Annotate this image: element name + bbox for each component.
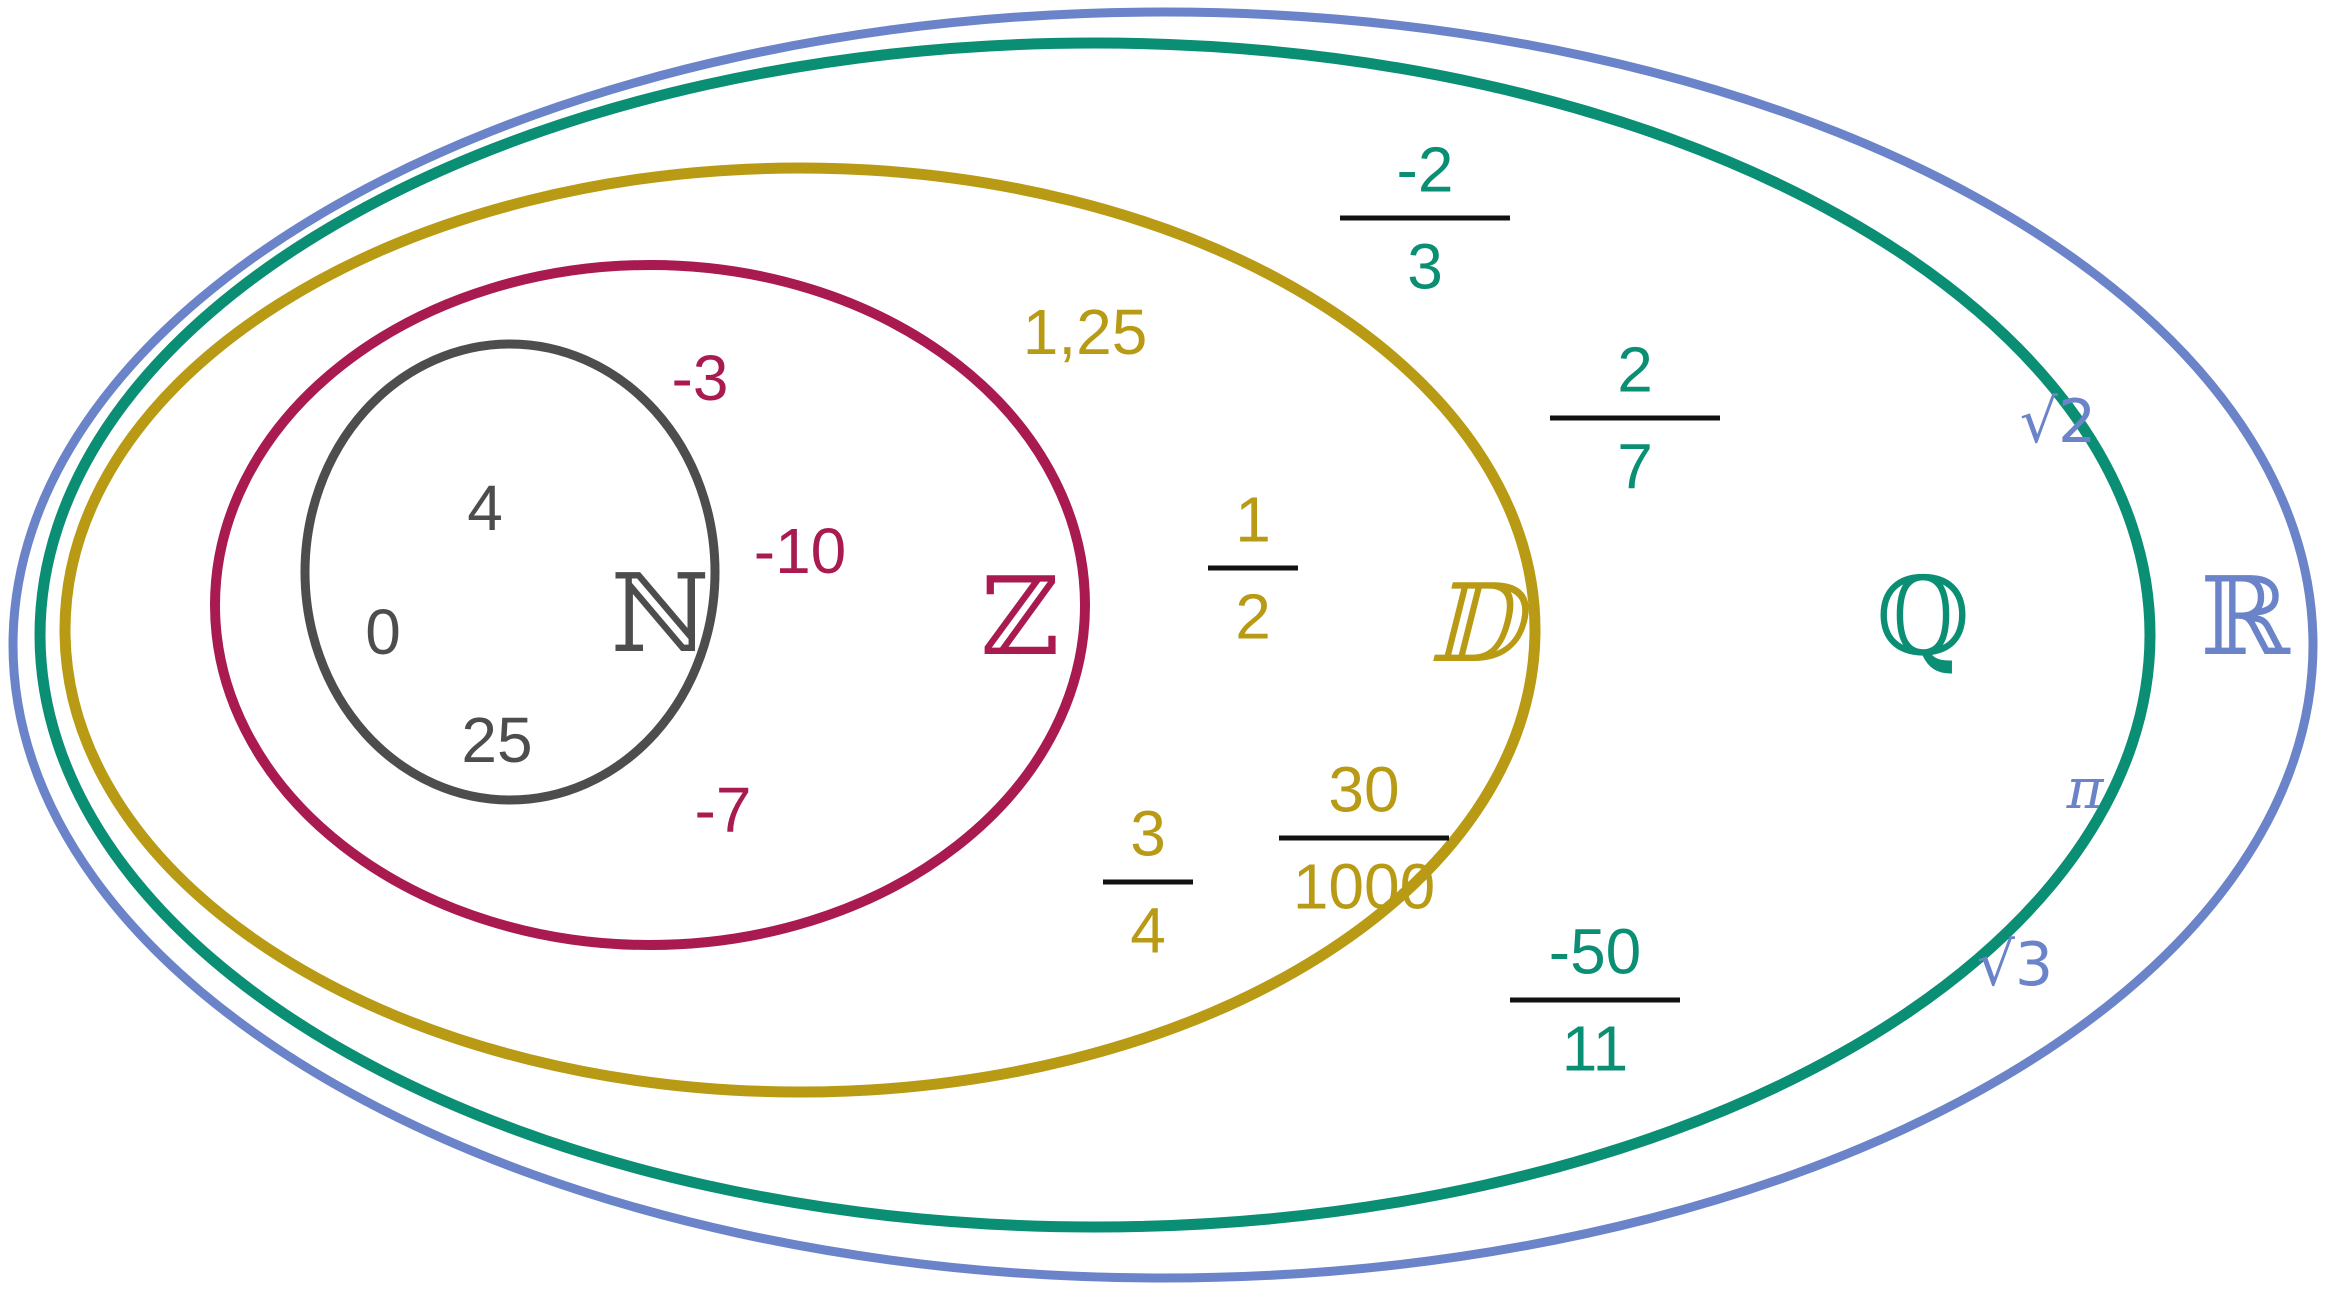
integer-set-symbol: ℤ bbox=[980, 555, 1060, 680]
decimal-member-thirty-thousandths: 30 1000 bbox=[1279, 758, 1449, 919]
integer-member-minus-10: -10 bbox=[753, 515, 847, 587]
real-member-sqrt-2: √2 bbox=[2019, 387, 2097, 457]
real-member-sqrt-3: √3 bbox=[1976, 930, 2054, 1000]
rational-member-minus-two-thirds: -2 3 bbox=[1340, 138, 1510, 299]
fraction-bar bbox=[1510, 997, 1680, 1003]
rational-set-symbol: ℚ bbox=[1875, 555, 1971, 680]
fraction-denominator: 1000 bbox=[1292, 850, 1436, 923]
integer-set-ellipse bbox=[210, 260, 1090, 950]
integer-member-minus-7: -7 bbox=[694, 774, 752, 846]
rational-member-minus-fifty-elevenths: -50 11 bbox=[1510, 920, 1680, 1081]
rational-set-ellipse bbox=[34, 37, 2156, 1233]
fraction-numerator: -2 bbox=[1396, 133, 1454, 206]
natural-member-4: 4 bbox=[467, 472, 503, 544]
natural-member-0: 0 bbox=[365, 596, 401, 668]
fraction-bar bbox=[1340, 215, 1510, 221]
fraction-denominator: 11 bbox=[1561, 1012, 1629, 1085]
fraction-bar bbox=[1103, 879, 1193, 885]
fraction-numerator: 3 bbox=[1130, 797, 1166, 870]
decimal-set-ellipse bbox=[59, 162, 1541, 1098]
fraction-denominator: 4 bbox=[1130, 894, 1166, 967]
fraction-numerator: 1 bbox=[1235, 483, 1271, 556]
decimal-member-one-half: 1 2 bbox=[1208, 488, 1298, 649]
real-member-pi: π bbox=[2066, 757, 2104, 822]
fraction-numerator: -50 bbox=[1548, 915, 1642, 988]
fraction-bar bbox=[1208, 565, 1298, 571]
fraction-denominator: 3 bbox=[1407, 230, 1443, 303]
rational-member-two-sevenths: 2 7 bbox=[1550, 338, 1720, 499]
decimal-member-three-quarters: 3 4 bbox=[1103, 802, 1193, 963]
fraction-bar bbox=[1279, 835, 1449, 841]
natural-set-symbol: ℕ bbox=[610, 552, 710, 677]
natural-set-ellipse bbox=[300, 339, 720, 805]
decimal-member-1-25: 1,25 bbox=[1022, 296, 1148, 368]
fraction-denominator: 2 bbox=[1235, 580, 1271, 653]
real-set-ellipse bbox=[8, 7, 2318, 1283]
fraction-denominator: 7 bbox=[1617, 430, 1653, 503]
integer-member-minus-3: -3 bbox=[671, 342, 729, 414]
natural-member-25: 25 bbox=[461, 704, 533, 776]
fraction-numerator: 30 bbox=[1328, 753, 1400, 826]
fraction-bar bbox=[1550, 415, 1720, 421]
real-set-symbol: ℝ bbox=[2200, 555, 2290, 680]
fraction-numerator: 2 bbox=[1617, 333, 1653, 406]
decimal-set-symbol: 𝔻 bbox=[1428, 562, 1522, 687]
